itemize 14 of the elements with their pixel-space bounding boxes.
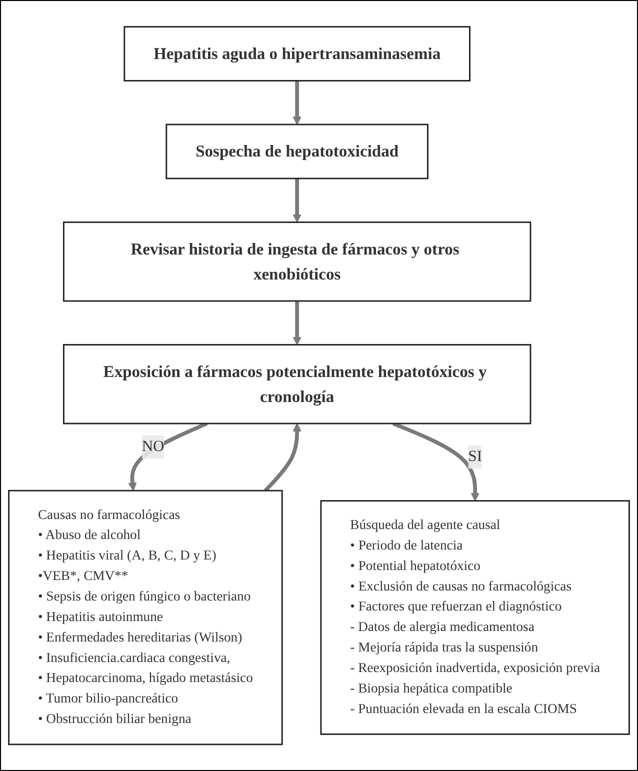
arrow: [292, 80, 302, 125]
edge-label: SI: [468, 448, 482, 465]
node-box: Revisar historia de ingesta de fármacos y otros xenobióticos: [62, 221, 532, 302]
node-box: Búsqueda del agente causal • Periodo de latencia • Potential hepatotóxico • Exclusión de causas no farmacológicas • Factores que refuerzan el diagnóstico - Datos de alergia medicamentosa - Mejoría rápida tras la suspensión - Reexposición inadvertida, exposición previa - Biopsia hepática compatible - Puntuación elevada en la escala CIOMS: [320, 500, 630, 735]
edge-label: NO: [142, 438, 164, 455]
node-box: Exposición a fármacos potencialmente hepatotóxicos y cronología: [62, 344, 532, 424]
arrow: [264, 423, 302, 492]
arrow: [128, 422, 208, 491]
node-box: Hepatitis aguda o hipertransaminasemia: [124, 26, 470, 82]
arrow: [292, 300, 302, 346]
node-box: Causas no farmacológicas • Abuso de alcohol • Hepatitis viral (A, B, C, D y E) •VEB*, CMV** • Sepsis de origen fúngico o bacteriano • Hepatitis autoinmune • Enfermedades hereditarias (Wilson) • Insuficiencia.cardiaca congestiva, • Hepatocarcinoma, hígado metastásico • Tumor bilio-pancreático • Obstrucción biliar benigna: [8, 490, 283, 746]
node-box: Sospecha de hepatotoxicidad: [166, 124, 428, 180]
arrow: [292, 178, 302, 223]
arrow: [392, 422, 480, 502]
